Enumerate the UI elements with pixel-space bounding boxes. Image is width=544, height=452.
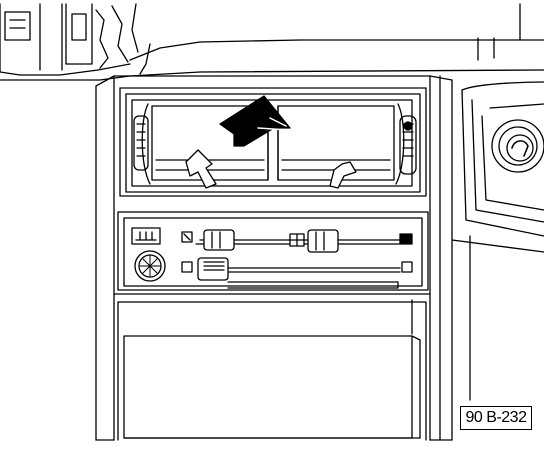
storage-compartment [113, 293, 431, 441]
fresh-air-slider-icon[interactable] [181, 229, 413, 253]
right-louver-arrow-icon [329, 161, 357, 189]
upper-dash-panel [0, 3, 544, 81]
heater-control-panel [117, 211, 429, 291]
right-console-edge [451, 235, 544, 401]
large-up-right-arrow-icon [219, 95, 291, 147]
left-louver-arrow-icon [185, 149, 217, 189]
figure-reference-code: 90 B-232 [460, 406, 532, 430]
fan-speed-knob-icon[interactable] [131, 227, 166, 282]
center-console-outline [95, 75, 453, 441]
clock-icon [461, 81, 544, 237]
air-vent-housing [119, 87, 427, 197]
temperature-slider-icon[interactable] [181, 257, 413, 289]
